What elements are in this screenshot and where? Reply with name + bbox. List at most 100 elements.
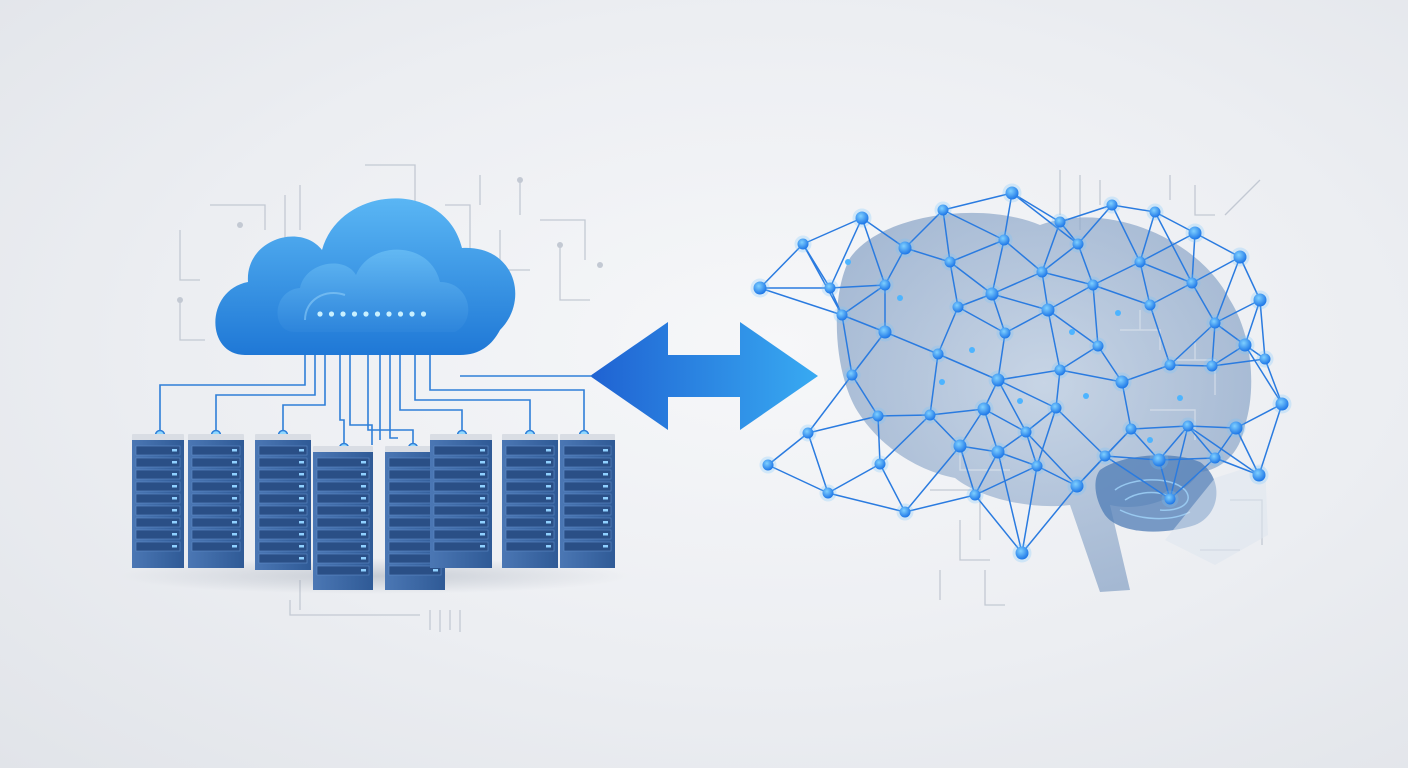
network-node xyxy=(1106,199,1118,211)
server-unit-led xyxy=(603,533,608,536)
network-edge xyxy=(991,239,1005,295)
network-edge xyxy=(884,247,906,286)
server-unit-led xyxy=(232,485,237,488)
network-edge xyxy=(904,209,944,249)
network-edge xyxy=(942,192,1013,211)
server-unit xyxy=(505,457,555,468)
server-unit xyxy=(505,481,555,492)
network-node xyxy=(1144,299,1156,311)
network-minor-node xyxy=(1069,329,1075,335)
server-unit xyxy=(258,469,308,480)
network-edge xyxy=(929,414,961,447)
server-unit-led xyxy=(480,521,485,524)
network-node xyxy=(1041,303,1055,317)
server-unit xyxy=(505,529,555,540)
network-node xyxy=(1182,420,1194,432)
network-edge xyxy=(759,243,804,289)
network-edge xyxy=(1158,425,1189,461)
server-unit-led xyxy=(172,461,177,464)
network-node xyxy=(998,234,1010,246)
neural-network-nodes xyxy=(750,183,1292,563)
server-unit xyxy=(135,529,181,540)
network-edge xyxy=(1149,304,1171,366)
network-edge xyxy=(1211,322,1216,367)
network-node xyxy=(874,458,886,470)
server-unit xyxy=(316,505,370,516)
network-edge xyxy=(1154,211,1193,284)
network-edge xyxy=(997,451,1038,467)
network-edge xyxy=(829,284,886,289)
network-edge xyxy=(974,451,999,496)
network-node xyxy=(1072,238,1084,250)
network-edge xyxy=(827,492,906,513)
network-edge xyxy=(942,209,951,263)
server-unit-led xyxy=(232,473,237,476)
server-unit xyxy=(563,493,612,504)
server-unit xyxy=(505,505,555,516)
server-unit-led xyxy=(480,449,485,452)
network-edge xyxy=(1025,431,1078,487)
network-edge xyxy=(829,217,863,289)
server-unit xyxy=(433,457,489,468)
server-unit-led xyxy=(603,497,608,500)
network-edge xyxy=(1130,425,1189,430)
network-edge xyxy=(1187,425,1260,476)
server-unit xyxy=(563,541,612,552)
server-unit-led xyxy=(480,545,485,548)
network-edge xyxy=(1258,403,1283,476)
network-edge xyxy=(861,217,906,249)
server-unit-led xyxy=(546,485,551,488)
network-edge xyxy=(1059,369,1123,383)
server-unit-led xyxy=(361,521,366,524)
network-edge xyxy=(991,293,1006,334)
network-edge xyxy=(997,369,1061,381)
server-unit xyxy=(505,493,555,504)
server-unit xyxy=(258,481,308,492)
server-unit-led xyxy=(299,521,304,524)
network-edge xyxy=(1047,284,1094,311)
network-edge xyxy=(1036,465,1078,487)
network-node xyxy=(1087,279,1099,291)
network-edge xyxy=(1092,284,1099,347)
cloud-led xyxy=(351,311,358,317)
network-node xyxy=(1233,250,1247,264)
server-unit xyxy=(258,457,308,468)
network-edge xyxy=(1025,431,1038,467)
server-unit xyxy=(258,553,308,564)
server-unit-led xyxy=(172,509,177,512)
server-unit xyxy=(135,493,181,504)
server-unit-led xyxy=(299,449,304,452)
network-minor-node xyxy=(1017,398,1023,404)
network-node xyxy=(1253,293,1267,307)
server-unit-led xyxy=(480,497,485,500)
server-unit xyxy=(563,505,612,516)
network-node xyxy=(991,445,1005,459)
server-unit-led xyxy=(172,449,177,452)
network-node xyxy=(991,373,1005,387)
network-node xyxy=(1099,450,1111,462)
cloud-led xyxy=(317,311,323,317)
network-node xyxy=(1020,426,1032,438)
server-unit-led xyxy=(546,521,551,524)
network-edge xyxy=(997,332,1006,381)
network-minor-node xyxy=(1083,393,1089,399)
network-node xyxy=(924,409,936,421)
network-node xyxy=(879,279,891,291)
cable-line xyxy=(282,330,326,432)
network-edge xyxy=(997,379,1027,433)
network-edge xyxy=(974,494,1023,554)
server-unit xyxy=(563,445,612,456)
cable-line xyxy=(349,330,373,445)
network-edge xyxy=(1036,407,1057,467)
network-minor-node xyxy=(897,295,903,301)
server-unit xyxy=(563,481,612,492)
server-unit-led xyxy=(299,545,304,548)
server-unit xyxy=(135,517,181,528)
network-edge xyxy=(959,445,976,496)
server-unit xyxy=(191,505,241,516)
network-edge xyxy=(1059,345,1099,371)
server-unit xyxy=(258,541,308,552)
server-unit-led xyxy=(172,497,177,500)
server-unit xyxy=(135,445,181,456)
network-edge xyxy=(1214,299,1261,324)
